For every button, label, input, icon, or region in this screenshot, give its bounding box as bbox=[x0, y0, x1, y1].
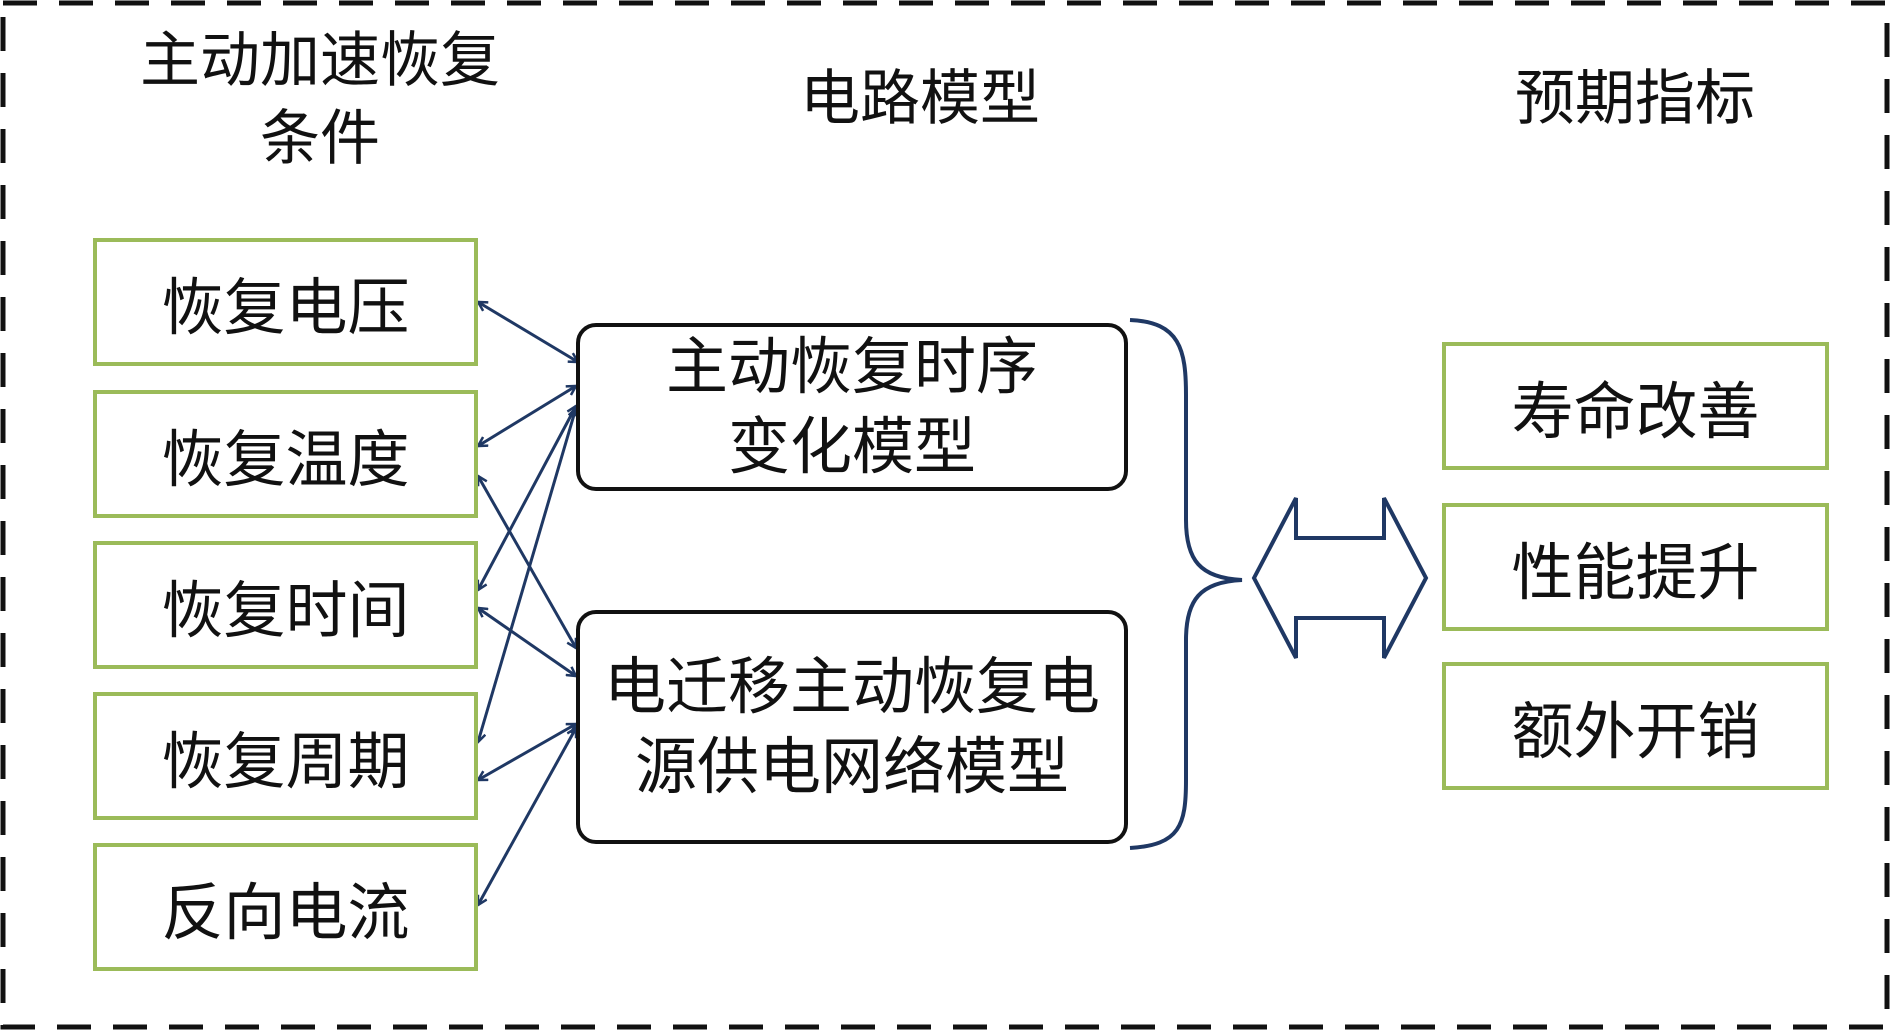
arrow-voltage-to-timing bbox=[478, 302, 578, 362]
arrow-temperature-to-timing bbox=[478, 386, 576, 446]
connector-arrows bbox=[478, 302, 578, 905]
metric-label: 寿命改善 bbox=[1511, 375, 1760, 448]
model-box-timing: 主动恢复时序 变化模型 bbox=[576, 323, 1128, 491]
metric-label: 额外开销 bbox=[1511, 695, 1760, 768]
arrow-cycle-to-timing bbox=[478, 408, 576, 742]
model-timing-line2: 变化模型 bbox=[727, 410, 976, 483]
condition-label: 恢复时间 bbox=[161, 574, 410, 647]
condition-label: 恢复周期 bbox=[161, 725, 410, 798]
curly-brace bbox=[1129, 318, 1243, 850]
arrow-reverse-current-to-network bbox=[476, 728, 578, 905]
model-network-line1: 电迁移主动恢复电 bbox=[603, 650, 1100, 723]
heading-conditions-line1: 主动加速恢复 bbox=[140, 26, 500, 96]
model-timing-line1: 主动恢复时序 bbox=[665, 330, 1038, 403]
metric-box-lifetime: 寿命改善 bbox=[1442, 342, 1829, 470]
condition-label: 恢复温度 bbox=[161, 423, 410, 496]
heading-conditions: 主动加速恢复 条件 bbox=[95, 22, 545, 178]
model-box-network: 电迁移主动恢复电 源供电网络模型 bbox=[576, 610, 1128, 844]
arrow-time-to-network bbox=[478, 608, 576, 676]
condition-label: 恢复电压 bbox=[161, 271, 410, 344]
heading-circuit-model: 电路模型 bbox=[800, 64, 1040, 134]
metric-label: 性能提升 bbox=[1511, 536, 1760, 609]
heading-conditions-line2: 条件 bbox=[260, 104, 380, 174]
double-block-arrow bbox=[1251, 497, 1429, 659]
condition-label: 反向电流 bbox=[161, 876, 410, 949]
condition-box-time: 恢复时间 bbox=[93, 541, 478, 669]
heading-expected-metrics: 预期指标 bbox=[1515, 64, 1755, 134]
condition-box-reverse-current: 反向电流 bbox=[93, 843, 478, 971]
condition-box-cycle: 恢复周期 bbox=[93, 692, 478, 820]
condition-box-temperature: 恢复温度 bbox=[93, 390, 478, 518]
model-network-line2: 源供电网络模型 bbox=[634, 730, 1069, 803]
condition-box-voltage: 恢复电压 bbox=[93, 238, 478, 366]
metric-box-performance: 性能提升 bbox=[1442, 503, 1829, 631]
metric-box-overhead: 额外开销 bbox=[1442, 662, 1829, 790]
